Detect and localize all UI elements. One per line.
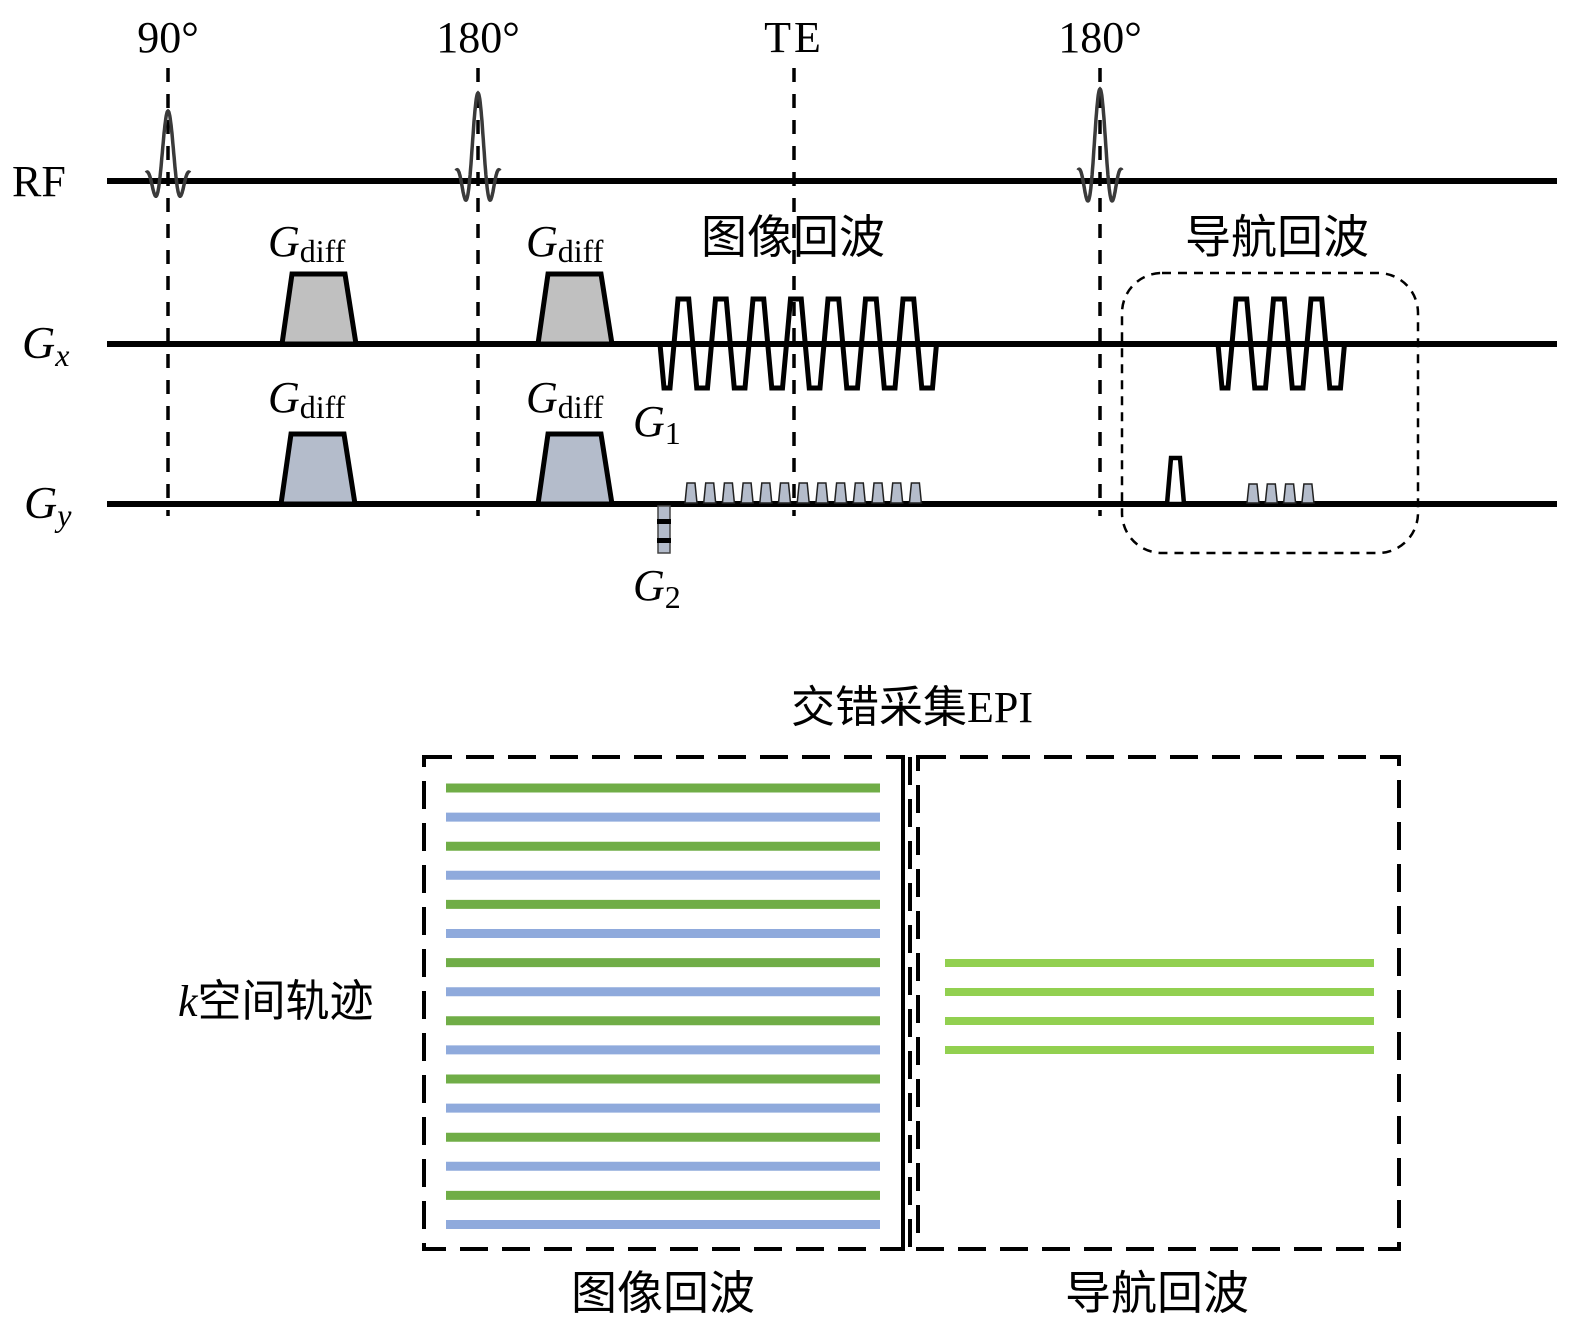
g1-label: G1 [633,397,681,451]
navigator-phase-blip [1282,483,1297,504]
gdiff-gy2-label: Gdiff [526,373,604,425]
gdiff-gy-lobe-2 [535,431,615,507]
image-echo-label: 图像回波 [701,212,885,263]
phase-blip [908,482,923,504]
marker-180b-label: 180° [1058,13,1142,62]
image-echo-panel-label: 图像回波 [571,1268,755,1319]
kspace-row-label: k空间轨迹 [178,977,374,1026]
navigator-readout-gx [1215,296,1347,391]
navigator-phase-prephaser [1164,455,1187,507]
gdiff-gx-lobe-1 [279,271,359,347]
g2-prephaser [657,505,671,554]
rf-pulse-180a [454,90,502,202]
g2-label: G2 [633,561,681,615]
phase-blip [889,482,904,504]
navigator-echo-panel-label: 导航回波 [1065,1268,1249,1319]
marker-180a-label: 180° [436,13,520,62]
navigator-region-box [1120,271,1420,555]
navigator-echo-panel [916,755,1401,1251]
phase-blip [684,482,698,504]
gy-row-label: Gy [24,477,72,533]
gdiff-gx2-label: Gdiff [526,217,604,269]
gdiff-gy1-label: Gdiff [268,373,346,425]
navigator-phase-blip [1264,483,1279,504]
gdiff-gx1-label: Gdiff [268,217,346,269]
phase-blip [833,482,848,504]
marker-te-label: TE [764,13,824,62]
image-echo-panel [422,755,905,1251]
phase-blip [721,482,736,504]
epi-readout-gx [657,296,939,391]
kspace-title: 交错采集EPI [791,683,1033,732]
navigator-echo-label: 导航回波 [1185,212,1369,263]
phase-blip [740,482,754,504]
gx-row-label: Gx [22,317,69,373]
rf-row-label: RF [12,157,66,206]
phase-blip [758,482,773,504]
marker-90-label: 90° [137,13,199,62]
phase-blip [777,482,792,504]
navigator-phase-blip [1246,483,1260,504]
phase-blip [852,482,867,504]
gdiff-gy-lobe-1 [278,431,358,507]
phase-blip [796,482,811,504]
phase-blip [702,482,717,504]
navigator-phase-blip [1301,483,1315,504]
rf-pulse-180b [1076,86,1124,203]
phase-blip [815,482,829,504]
gdiff-gx-lobe-2 [535,271,615,347]
phase-blip [871,482,885,504]
rf-pulse-90 [144,108,192,198]
